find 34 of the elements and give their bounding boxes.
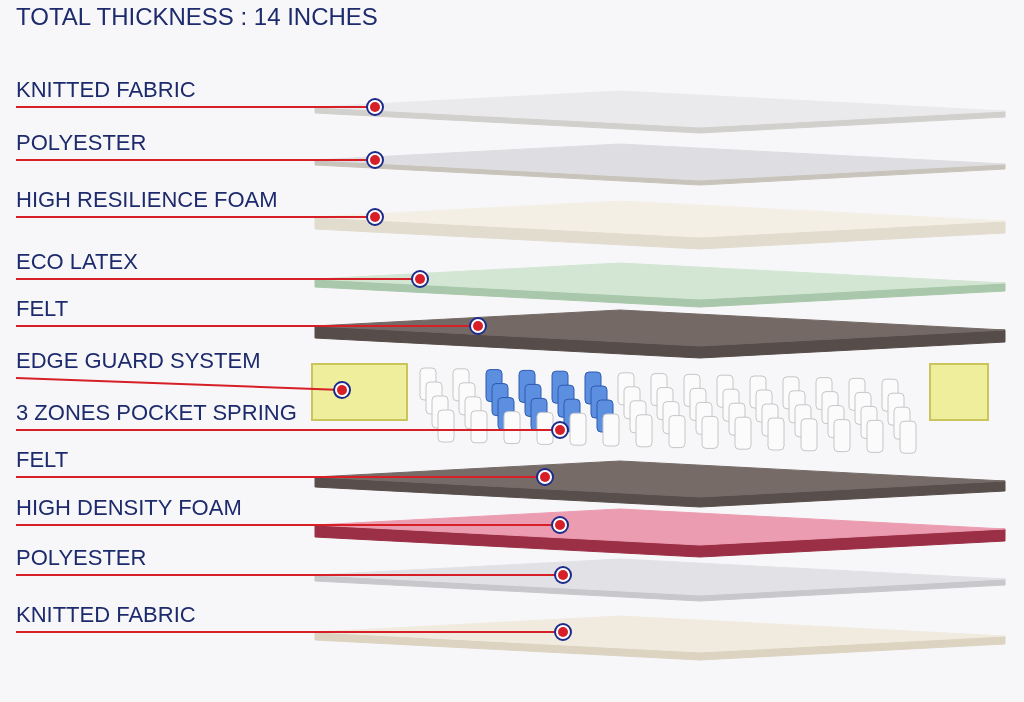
- leader-line: [15, 566, 572, 584]
- leader-line: [15, 421, 569, 439]
- leader-line: [15, 270, 429, 288]
- mattress-layer: [314, 143, 1006, 186]
- layer-label: ECO LATEX: [16, 249, 138, 279]
- layer-label: FELT: [16, 296, 69, 326]
- layer-label: KNITTED FABRIC: [16, 602, 196, 632]
- leader-line: [15, 151, 384, 169]
- layer-label: FELT: [16, 447, 69, 477]
- mattress-layer: [314, 200, 1006, 250]
- mattress-layer: [314, 460, 1006, 508]
- leader-line: [15, 317, 487, 335]
- mattress-layer: [314, 262, 1006, 308]
- mattress-layer: [314, 90, 1006, 134]
- mattress-layer: [314, 508, 1006, 558]
- layer-label: POLYESTER: [16, 130, 147, 160]
- leader-line: [15, 516, 569, 534]
- leader-line: [15, 623, 572, 641]
- layer-label: EDGE GUARD SYSTEM: [16, 348, 261, 378]
- mattress-layer: [314, 558, 1006, 602]
- edge-guard-drawing: [311, 363, 989, 421]
- layer-label: KNITTED FABRIC: [16, 77, 196, 107]
- pocket-spring-drawing: [419, 367, 917, 454]
- title: TOTAL THICKNESS : 14 INCHES: [16, 2, 378, 32]
- leader-line: [15, 377, 351, 399]
- layer-label: POLYESTER: [16, 545, 147, 575]
- layer-label: HIGH RESILIENCE FOAM: [16, 187, 278, 217]
- leader-line: [15, 468, 554, 486]
- leader-line: [15, 98, 384, 116]
- mattress-layer: [314, 309, 1006, 359]
- mattress-layer: [314, 615, 1006, 661]
- layer-label: 3 ZONES POCKET SPRING: [16, 400, 297, 430]
- layer-label: HIGH DENSITY FOAM: [16, 495, 242, 525]
- leader-line: [15, 208, 384, 226]
